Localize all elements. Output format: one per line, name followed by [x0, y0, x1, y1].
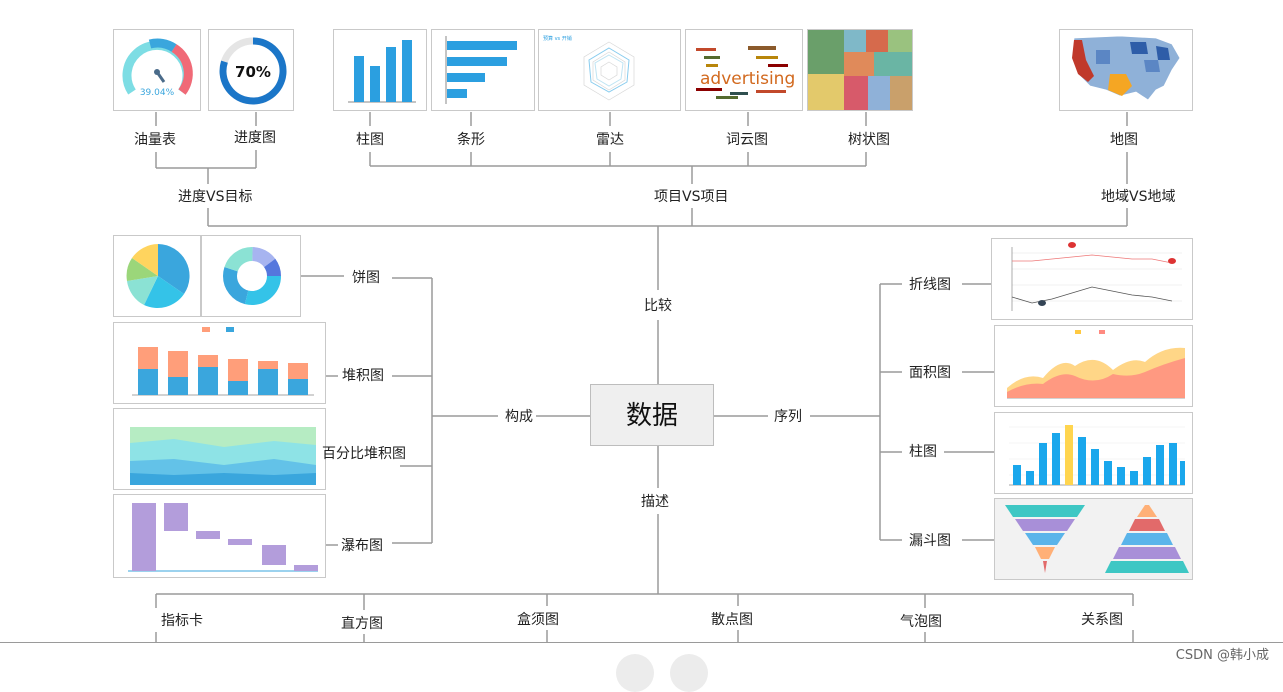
wordcloud-word: advertising — [700, 69, 795, 89]
center-label: 数据 — [625, 401, 678, 431]
gauge-value-text: 39.04% — [140, 88, 175, 98]
treemap-thumbnail — [807, 29, 913, 111]
csdn-watermark: CSDN @韩小成 — [1175, 648, 1269, 663]
percent-stacked-thumbnail — [113, 408, 326, 490]
map-thumbnail — [1059, 29, 1193, 111]
pie-chart-label: 饼图 — [352, 270, 380, 286]
bottom-divider — [0, 642, 1283, 643]
sequence-branch-label: 序列 — [774, 409, 802, 425]
radar-chart-label: 雷达 — [596, 132, 624, 148]
relation-chart-label: 关系图 — [1081, 612, 1123, 628]
scatter-plot-label: 散点图 — [711, 612, 753, 628]
gauge-thumbnail: 39.04% — [113, 29, 201, 111]
pie-chart-thumbnail — [113, 235, 201, 317]
region-vs-region-label: 地域VS地域 — [1101, 189, 1176, 205]
progress-chart-label: 进度图 — [234, 130, 276, 146]
stacked-chart-thumbnail — [113, 322, 326, 404]
compare-branch-label: 比较 — [644, 298, 672, 314]
item-vs-item-label: 项目VS项目 — [654, 189, 729, 205]
wordcloud-label: 词云图 — [726, 132, 768, 148]
gauge-label: 油量表 — [134, 132, 176, 148]
radar-chart-thumbnail: 预算 vs 开销 — [538, 29, 681, 111]
percent-stacked-label: 百分比堆积图 — [322, 446, 406, 462]
donut-chart-thumbnail — [201, 235, 301, 317]
treemap-label: 树状图 — [848, 132, 890, 148]
scroll-up-button[interactable] — [616, 654, 654, 692]
funnel-chart-label: 漏斗图 — [909, 533, 951, 549]
area-chart-thumbnail — [994, 325, 1193, 407]
line-chart-label: 折线图 — [909, 277, 951, 293]
boxplot-label: 盒须图 — [517, 612, 559, 628]
progress-thumbnail: 70% — [208, 29, 294, 111]
bar-chart-thumbnail — [333, 29, 427, 111]
sequence-bar-chart-thumbnail — [994, 412, 1193, 494]
progress-value-text: 70% — [235, 63, 271, 81]
strip-chart-thumbnail — [431, 29, 535, 111]
sequence-bar-chart-label: 柱图 — [909, 444, 937, 460]
funnel-chart-thumbnail — [994, 498, 1193, 580]
radar-title-text: 预算 vs 开销 — [543, 35, 572, 42]
stacked-chart-label: 堆积图 — [342, 368, 384, 384]
bubble-chart-label: 气泡图 — [900, 614, 942, 630]
kpi-card-label: 指标卡 — [161, 613, 203, 629]
area-chart-label: 面积图 — [909, 365, 951, 381]
line-chart-thumbnail — [991, 238, 1193, 320]
waterfall-chart-thumbnail — [113, 494, 326, 578]
describe-branch-label: 描述 — [641, 494, 669, 510]
progress-vs-target-label: 进度VS目标 — [178, 189, 253, 205]
center-node: 数据 — [590, 384, 714, 446]
connector-lines — [155, 112, 1134, 642]
composition-branch-label: 构成 — [505, 409, 533, 425]
histogram-label: 直方图 — [341, 616, 383, 632]
wordcloud-thumbnail: advertising — [685, 29, 803, 111]
strip-chart-label: 条形 — [457, 132, 485, 148]
bar-chart-label: 柱图 — [356, 132, 384, 148]
waterfall-chart-label: 瀑布图 — [341, 538, 383, 554]
scroll-down-button[interactable] — [670, 654, 708, 692]
map-label: 地图 — [1110, 132, 1138, 148]
